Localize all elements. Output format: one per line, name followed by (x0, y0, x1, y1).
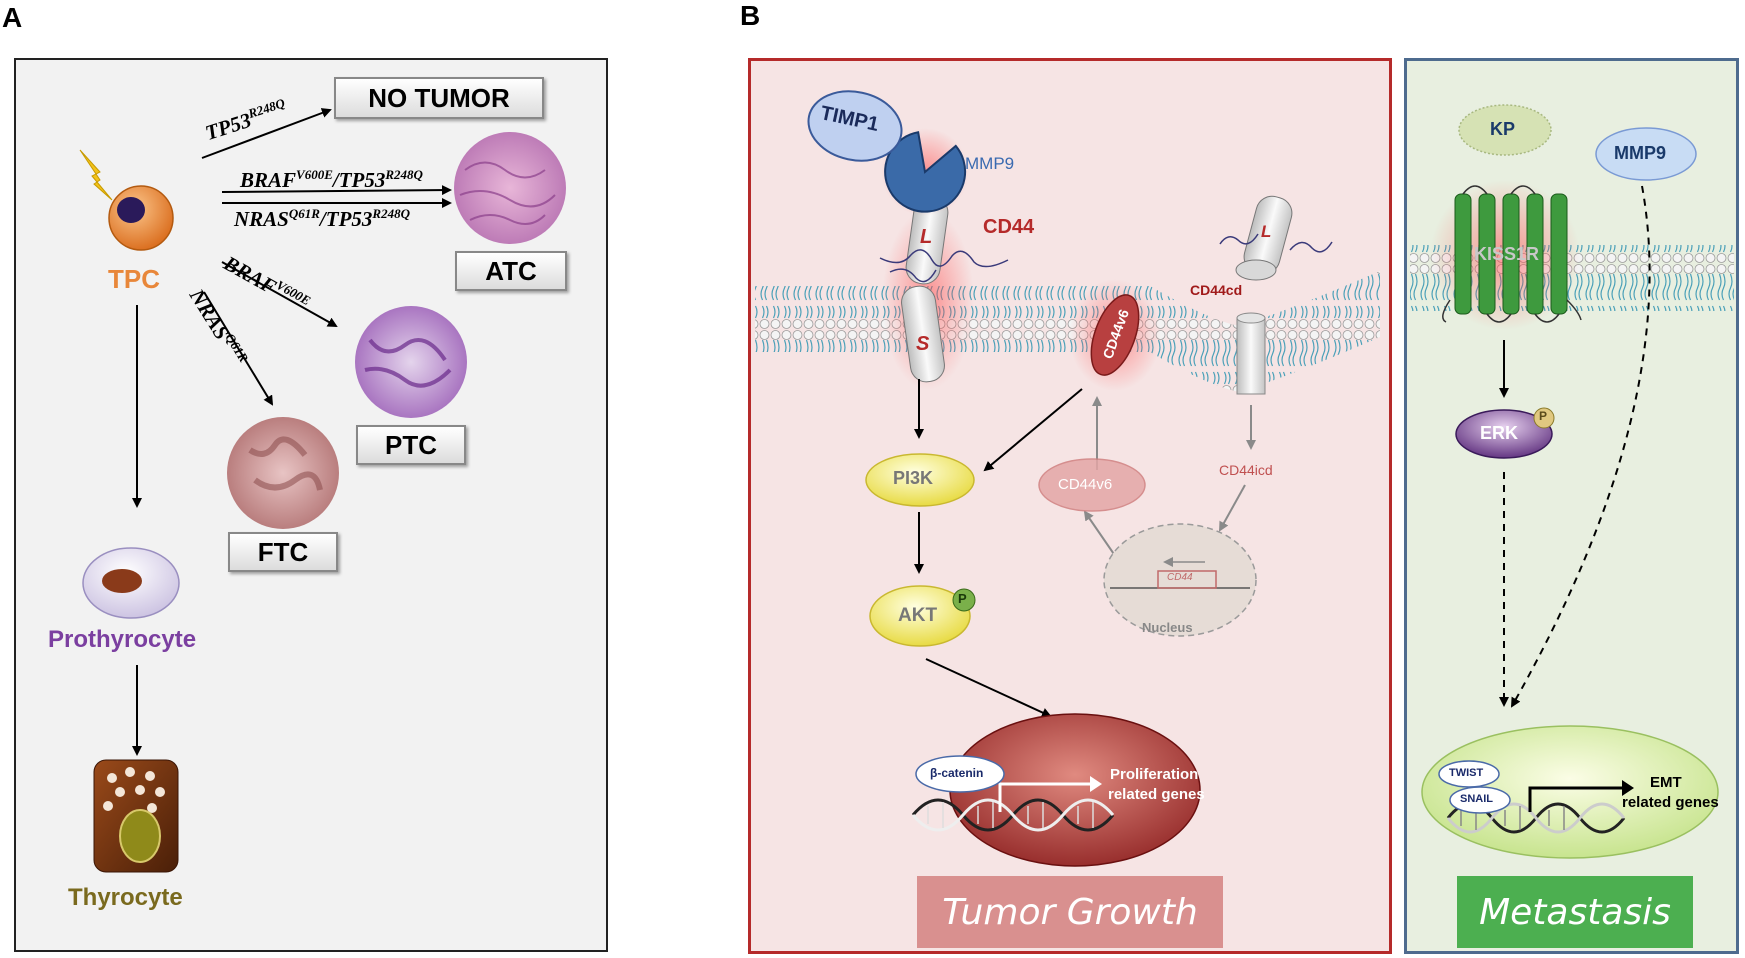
dna-helix-tumor (911, 798, 1115, 832)
panel-label-b: B (740, 0, 761, 31)
kiss1r-receptor (1430, 180, 1582, 330)
outcome-ptc: PTC (356, 425, 466, 465)
akt-label: AKT (898, 605, 938, 626)
cd44-l-domain: L (920, 226, 933, 248)
cd44-cleaved-stub (1236, 312, 1266, 395)
cell-membrane-tumor (755, 271, 1380, 392)
prothyrocyte-cell (82, 547, 180, 619)
tumor-growth-caption: Tumor Growth (917, 876, 1223, 948)
metastasis-caption: Metastasis (1457, 876, 1693, 948)
erk-phospho-label: P (1539, 409, 1548, 423)
emt-line2: related genes (1622, 794, 1719, 811)
erk-label: ERK (1480, 423, 1519, 443)
ftc-histology (227, 417, 339, 529)
twist-node (1438, 760, 1500, 788)
kp-label: KP (1490, 119, 1516, 139)
thyrocyte-cell (93, 759, 179, 873)
timp1-protein (807, 90, 903, 162)
metastasis-nucleus (1421, 725, 1719, 859)
nucleus (1103, 523, 1257, 637)
tpc-label: TPC (108, 264, 160, 294)
outcome-ftc: FTC (228, 532, 338, 572)
beta-catenin-label: β-catenin (930, 766, 984, 780)
cd44icd-label: CD44icd (1219, 462, 1273, 478)
twist-label: TWIST (1449, 767, 1484, 779)
snail-label: SNAIL (1460, 793, 1493, 805)
kp-node (1458, 104, 1552, 156)
prothyrocyte-label: Prothyrocyte (48, 626, 197, 653)
mutation-nras-tp53: NRASQ61R/TP53R248Q (234, 206, 410, 231)
mutation-braf-tp53: BRAFV600E/TP53R248Q (240, 167, 423, 192)
mmp9-label: MMP9 (965, 154, 1015, 173)
outcome-atc: ATC (455, 251, 567, 291)
lightning-icon (79, 149, 113, 201)
cd44v6-free-label: CD44v6 (1058, 476, 1113, 493)
erk-phospho-icon (1533, 407, 1555, 429)
pi3k-node (865, 453, 975, 507)
tpc-cell (79, 149, 174, 251)
beta-catenin-node (915, 755, 1005, 793)
proliferation-line2: related genes (1108, 786, 1205, 803)
gene-cd44-label: CD44 (1167, 572, 1193, 583)
akt-phospho-icon (952, 588, 976, 612)
cd44v6-receptor (1069, 279, 1161, 391)
ptc-histology (355, 306, 467, 418)
mmp9-protein (881, 128, 969, 216)
mmp9-metastasis-label: MMP9 (1614, 143, 1667, 163)
cd44cd-l-domain: L (1261, 222, 1272, 241)
panel-label-a: A (2, 2, 23, 33)
cd44-receptor (879, 195, 1009, 390)
mmp9-metastasis-node (1595, 127, 1697, 181)
erk-node (1455, 409, 1553, 459)
kiss1r-label: KISS1R (1474, 244, 1540, 264)
thyrocyte-label: Thyrocyte (68, 884, 183, 911)
akt-node (869, 585, 971, 647)
cd44-label: CD44 (983, 216, 1035, 238)
cd44-s-domain: S (916, 333, 930, 355)
cd44cd-fragment (1219, 195, 1333, 281)
proliferation-line1: Proliferation (1110, 766, 1199, 783)
emt-line1: EMT (1650, 774, 1682, 791)
akt-phospho-label: P (958, 591, 967, 606)
cd44v6-free-node (1038, 458, 1146, 512)
nucleus-label: Nucleus (1142, 620, 1193, 635)
pi3k-label: PI3K (893, 468, 934, 488)
cd44cd-label: CD44cd (1190, 282, 1243, 298)
atc-histology (454, 132, 566, 244)
outcome-no-tumor: NO TUMOR (334, 77, 544, 119)
snail-node (1449, 786, 1511, 814)
